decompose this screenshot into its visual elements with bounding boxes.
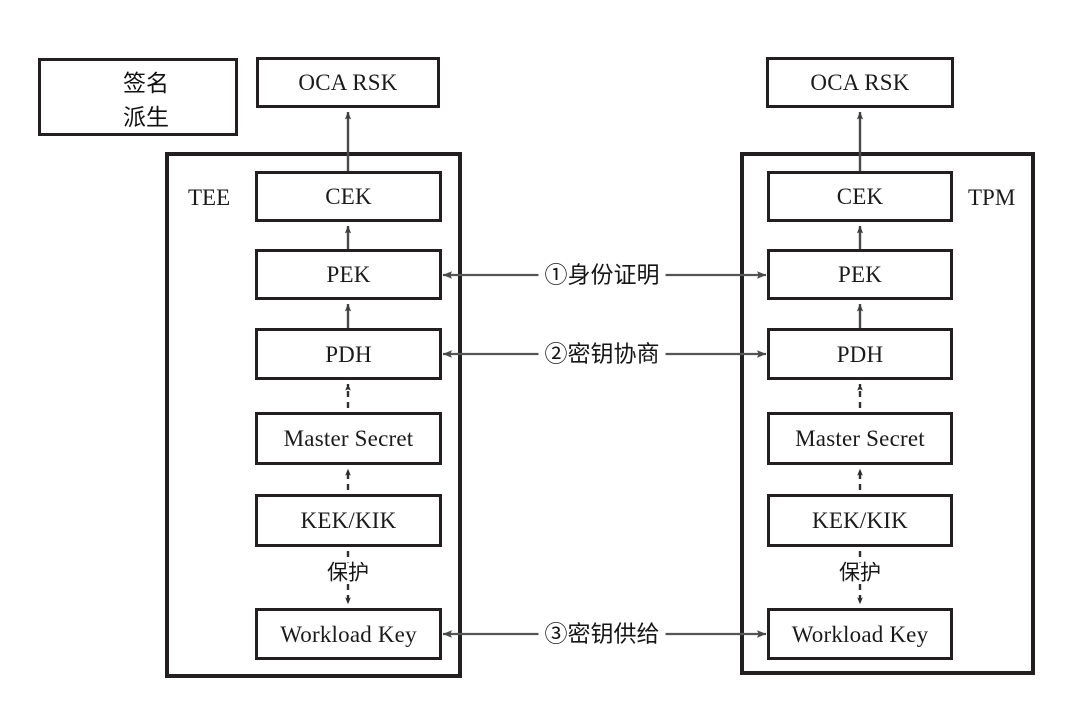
node-label: Workload Key: [791, 621, 929, 647]
node-pek-left[interactable]: PEK: [255, 249, 442, 300]
node-label: KEK/KIK: [812, 508, 908, 533]
cross-flow-label-key-provisioning: ③密钥供给: [538, 622, 666, 646]
node-workload-key-right[interactable]: Workload Key: [767, 608, 953, 660]
node-master-secret-left[interactable]: Master Secret: [255, 412, 442, 465]
node-label: Master Secret: [283, 426, 414, 451]
node-label: CEK: [836, 184, 884, 209]
node-label: PEK: [326, 262, 371, 287]
legend-row-derivation: 派生: [113, 103, 233, 131]
node-kek-kik-right[interactable]: KEK/KIK: [767, 494, 953, 547]
cross-flow-label-key-agreement: ②密钥协商: [538, 342, 666, 366]
node-pek-right[interactable]: PEK: [767, 249, 953, 300]
node-label: Workload Key: [280, 621, 417, 647]
legend-row-signature: 签名: [113, 69, 233, 97]
panel-label-tpm: TPM: [968, 185, 1016, 210]
node-label: Master Secret: [795, 426, 925, 451]
node-label: OCA RSK: [810, 70, 910, 95]
node-label: PEK: [837, 262, 883, 287]
node-label: CEK: [325, 184, 372, 209]
node-label: KEK/KIK: [300, 508, 397, 533]
node-master-secret-right[interactable]: Master Secret: [767, 412, 953, 465]
protect-label-left: 保护: [323, 562, 373, 584]
node-label: PDH: [836, 341, 884, 367]
node-cek-right[interactable]: CEK: [767, 171, 953, 222]
panel-tee: [165, 152, 462, 678]
node-cek-left[interactable]: CEK: [255, 171, 442, 222]
node-kek-kik-left[interactable]: KEK/KIK: [255, 494, 442, 547]
node-pdh-right[interactable]: PDH: [767, 328, 953, 380]
protect-label-right: 保护: [835, 562, 885, 584]
panel-tpm: [740, 152, 1035, 675]
panel-label-tee: TEE: [188, 185, 231, 210]
legend-label-derivation: 派生: [123, 103, 169, 130]
node-oca-rsk-right[interactable]: OCA RSK: [766, 57, 954, 108]
cross-flow-label-identity-attestation: ①身份证明: [538, 263, 666, 287]
node-pdh-left[interactable]: PDH: [255, 328, 442, 380]
node-label: PDH: [325, 341, 372, 367]
legend-box: 签名 派生: [38, 58, 238, 136]
node-oca-rsk-left[interactable]: OCA RSK: [256, 57, 440, 108]
node-label: OCA RSK: [298, 70, 398, 95]
legend-label-signature: 签名: [123, 69, 169, 96]
node-workload-key-left[interactable]: Workload Key: [255, 608, 442, 660]
